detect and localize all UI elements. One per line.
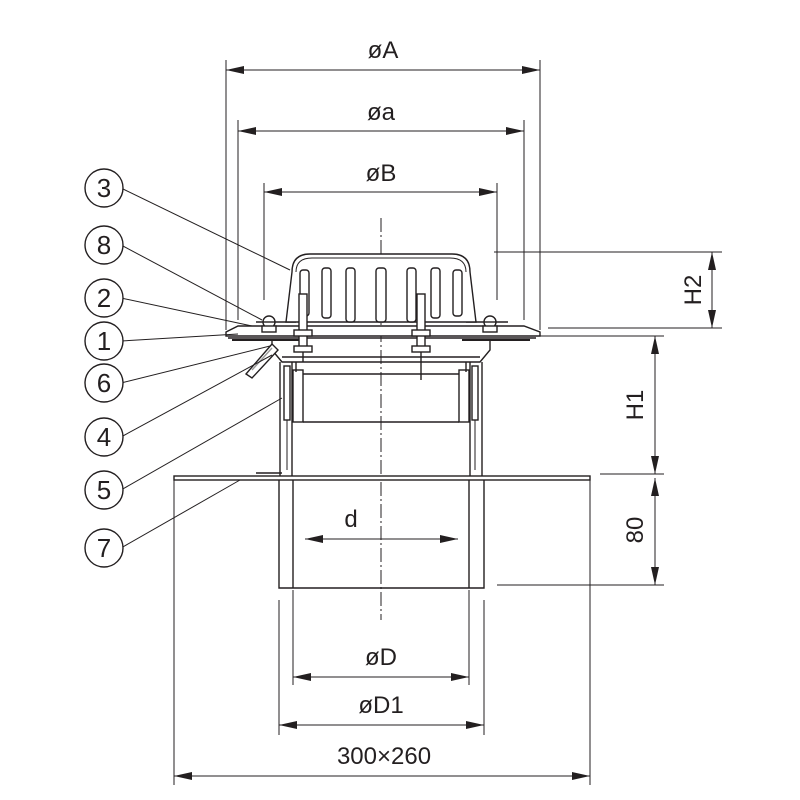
guard-stud-right bbox=[411, 293, 431, 380]
dim-label-dia-D: øD bbox=[365, 644, 397, 671]
dim-label-d: d bbox=[344, 506, 357, 533]
callout-circles: 3 8 2 1 6 4 5 7 bbox=[84, 168, 124, 568]
callout-4: 4 bbox=[84, 417, 124, 457]
callout-8: 8 bbox=[84, 225, 124, 265]
svg-text:1: 1 bbox=[97, 326, 111, 356]
dimension-labels: øA øa øB d øD øD1 300×260 H2 H1 80 bbox=[337, 37, 707, 770]
callout-7: 7 bbox=[84, 528, 124, 568]
dim-label-flange-size: 300×260 bbox=[337, 743, 431, 770]
svg-text:7: 7 bbox=[97, 533, 111, 563]
svg-text:5: 5 bbox=[97, 475, 111, 505]
extension-tube bbox=[279, 362, 483, 476]
callout-5: 5 bbox=[84, 470, 124, 510]
dim-label-dia-A: øA bbox=[368, 37, 399, 64]
dim-label-80: 80 bbox=[622, 517, 649, 544]
svg-text:2: 2 bbox=[97, 283, 111, 313]
dim-label-dia-B: øB bbox=[366, 160, 397, 187]
dim-label-H1: H1 bbox=[622, 390, 649, 421]
callout-1: 1 bbox=[84, 321, 124, 361]
svg-text:3: 3 bbox=[97, 173, 111, 203]
guard-stud-left bbox=[293, 293, 313, 362]
svg-text:4: 4 bbox=[97, 422, 111, 452]
callout-3: 3 bbox=[84, 168, 124, 208]
dim-label-dia-D1: øD1 bbox=[358, 692, 403, 719]
bolt-right bbox=[482, 315, 498, 333]
drain-assembly bbox=[173, 253, 591, 589]
svg-text:6: 6 bbox=[97, 368, 111, 398]
svg-text:8: 8 bbox=[97, 230, 111, 260]
bottom-flange-sheet bbox=[173, 475, 591, 481]
dim-label-H2: H2 bbox=[680, 275, 707, 306]
callout-6: 6 bbox=[84, 363, 124, 403]
dim-label-dia-a: øa bbox=[367, 99, 396, 126]
heating-cable bbox=[244, 342, 279, 379]
callout-leaders bbox=[120, 187, 291, 549]
callout-2: 2 bbox=[84, 278, 124, 318]
dimension-lines bbox=[173, 60, 722, 785]
gravel-guard bbox=[285, 253, 477, 323]
bolt-left bbox=[261, 315, 277, 333]
outlet-pipe bbox=[278, 480, 485, 589]
